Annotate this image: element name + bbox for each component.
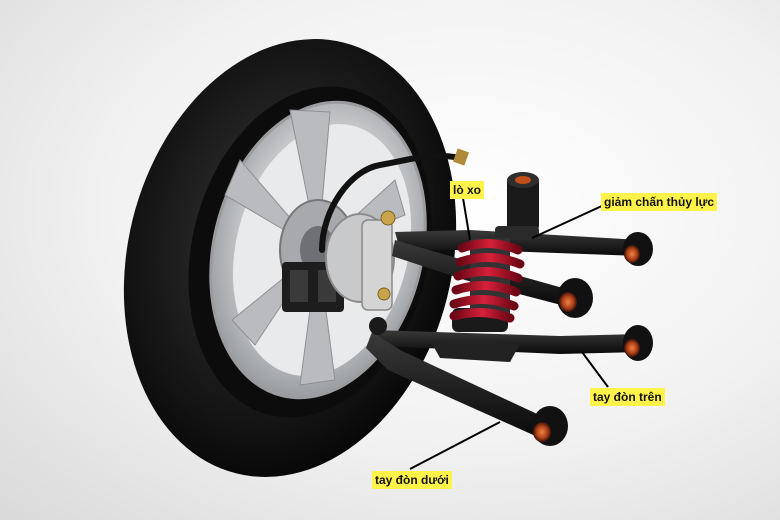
leader-lower-arm bbox=[409, 421, 501, 470]
leader-spring bbox=[462, 197, 471, 241]
leader-upper-arm bbox=[581, 351, 609, 388]
label-upper-arm: tay đòn trên bbox=[590, 388, 665, 406]
label-shock-absorber: giảm chấn thủy lực bbox=[601, 193, 718, 211]
label-spring: lò xo bbox=[450, 181, 485, 199]
hub-knuckle bbox=[325, 210, 396, 311]
leader-lines bbox=[409, 197, 609, 470]
coil-spring bbox=[449, 238, 525, 323]
lower-control-arm bbox=[366, 317, 653, 446]
leader-shock bbox=[531, 204, 605, 239]
label-lower-arm: tay đòn dưới bbox=[372, 471, 452, 489]
brake-hose bbox=[319, 152, 463, 253]
